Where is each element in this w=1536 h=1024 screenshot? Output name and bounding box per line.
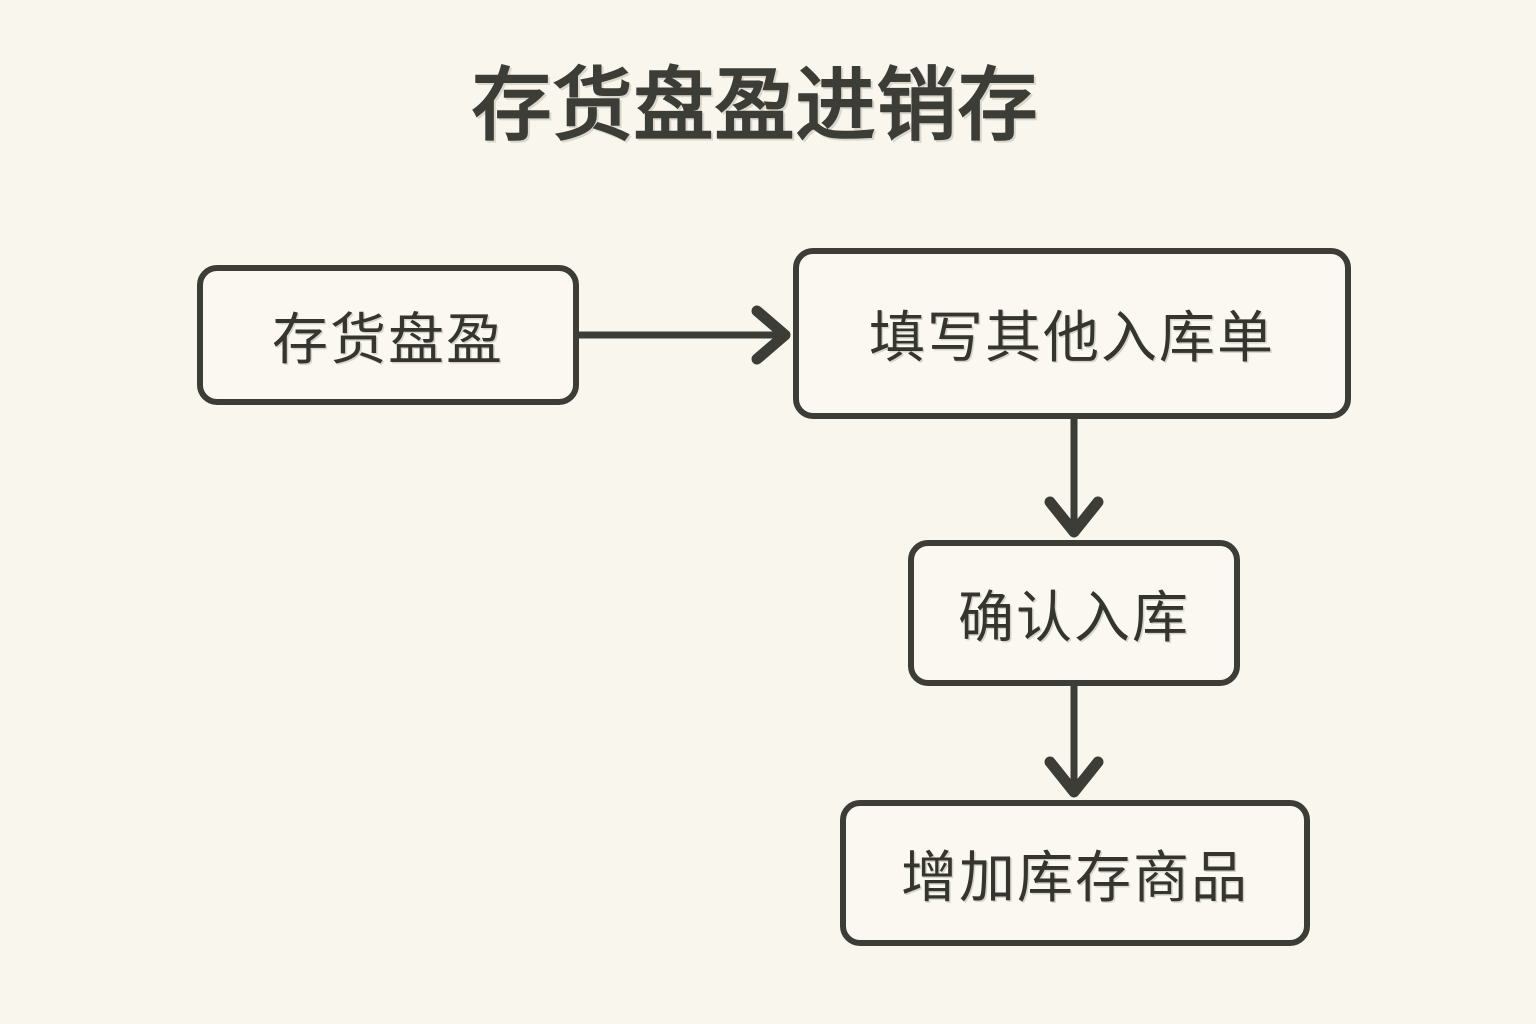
flow-node-label: 存货盘盈: [272, 307, 504, 371]
flow-node-inventory-surplus[interactable]: 存货盘盈: [197, 265, 579, 405]
flow-node-label: 填写其他入库单: [869, 306, 1275, 369]
arrowhead-right-icon: [751, 305, 791, 365]
edge-confirm-inbound-to-increase-stock: [1044, 686, 1104, 798]
edge-inventory-surplus-to-fill-inbound-form: [579, 305, 791, 365]
flow-node-label: 增加库存商品: [901, 845, 1249, 909]
flow-node-increase-stock[interactable]: 增加库存商品: [840, 800, 1310, 946]
flow-node-label: 确认入库: [958, 585, 1190, 649]
arrowhead-down-icon: [1044, 496, 1104, 538]
page-title: 存货盘盈进销存: [471, 61, 1039, 150]
arrowhead-down-icon: [1044, 756, 1104, 798]
edge-fill-inbound-form-to-confirm-inbound: [1044, 419, 1104, 538]
flow-node-confirm-inbound[interactable]: 确认入库: [908, 540, 1240, 686]
flow-node-fill-inbound-form[interactable]: 填写其他入库单: [793, 248, 1351, 419]
